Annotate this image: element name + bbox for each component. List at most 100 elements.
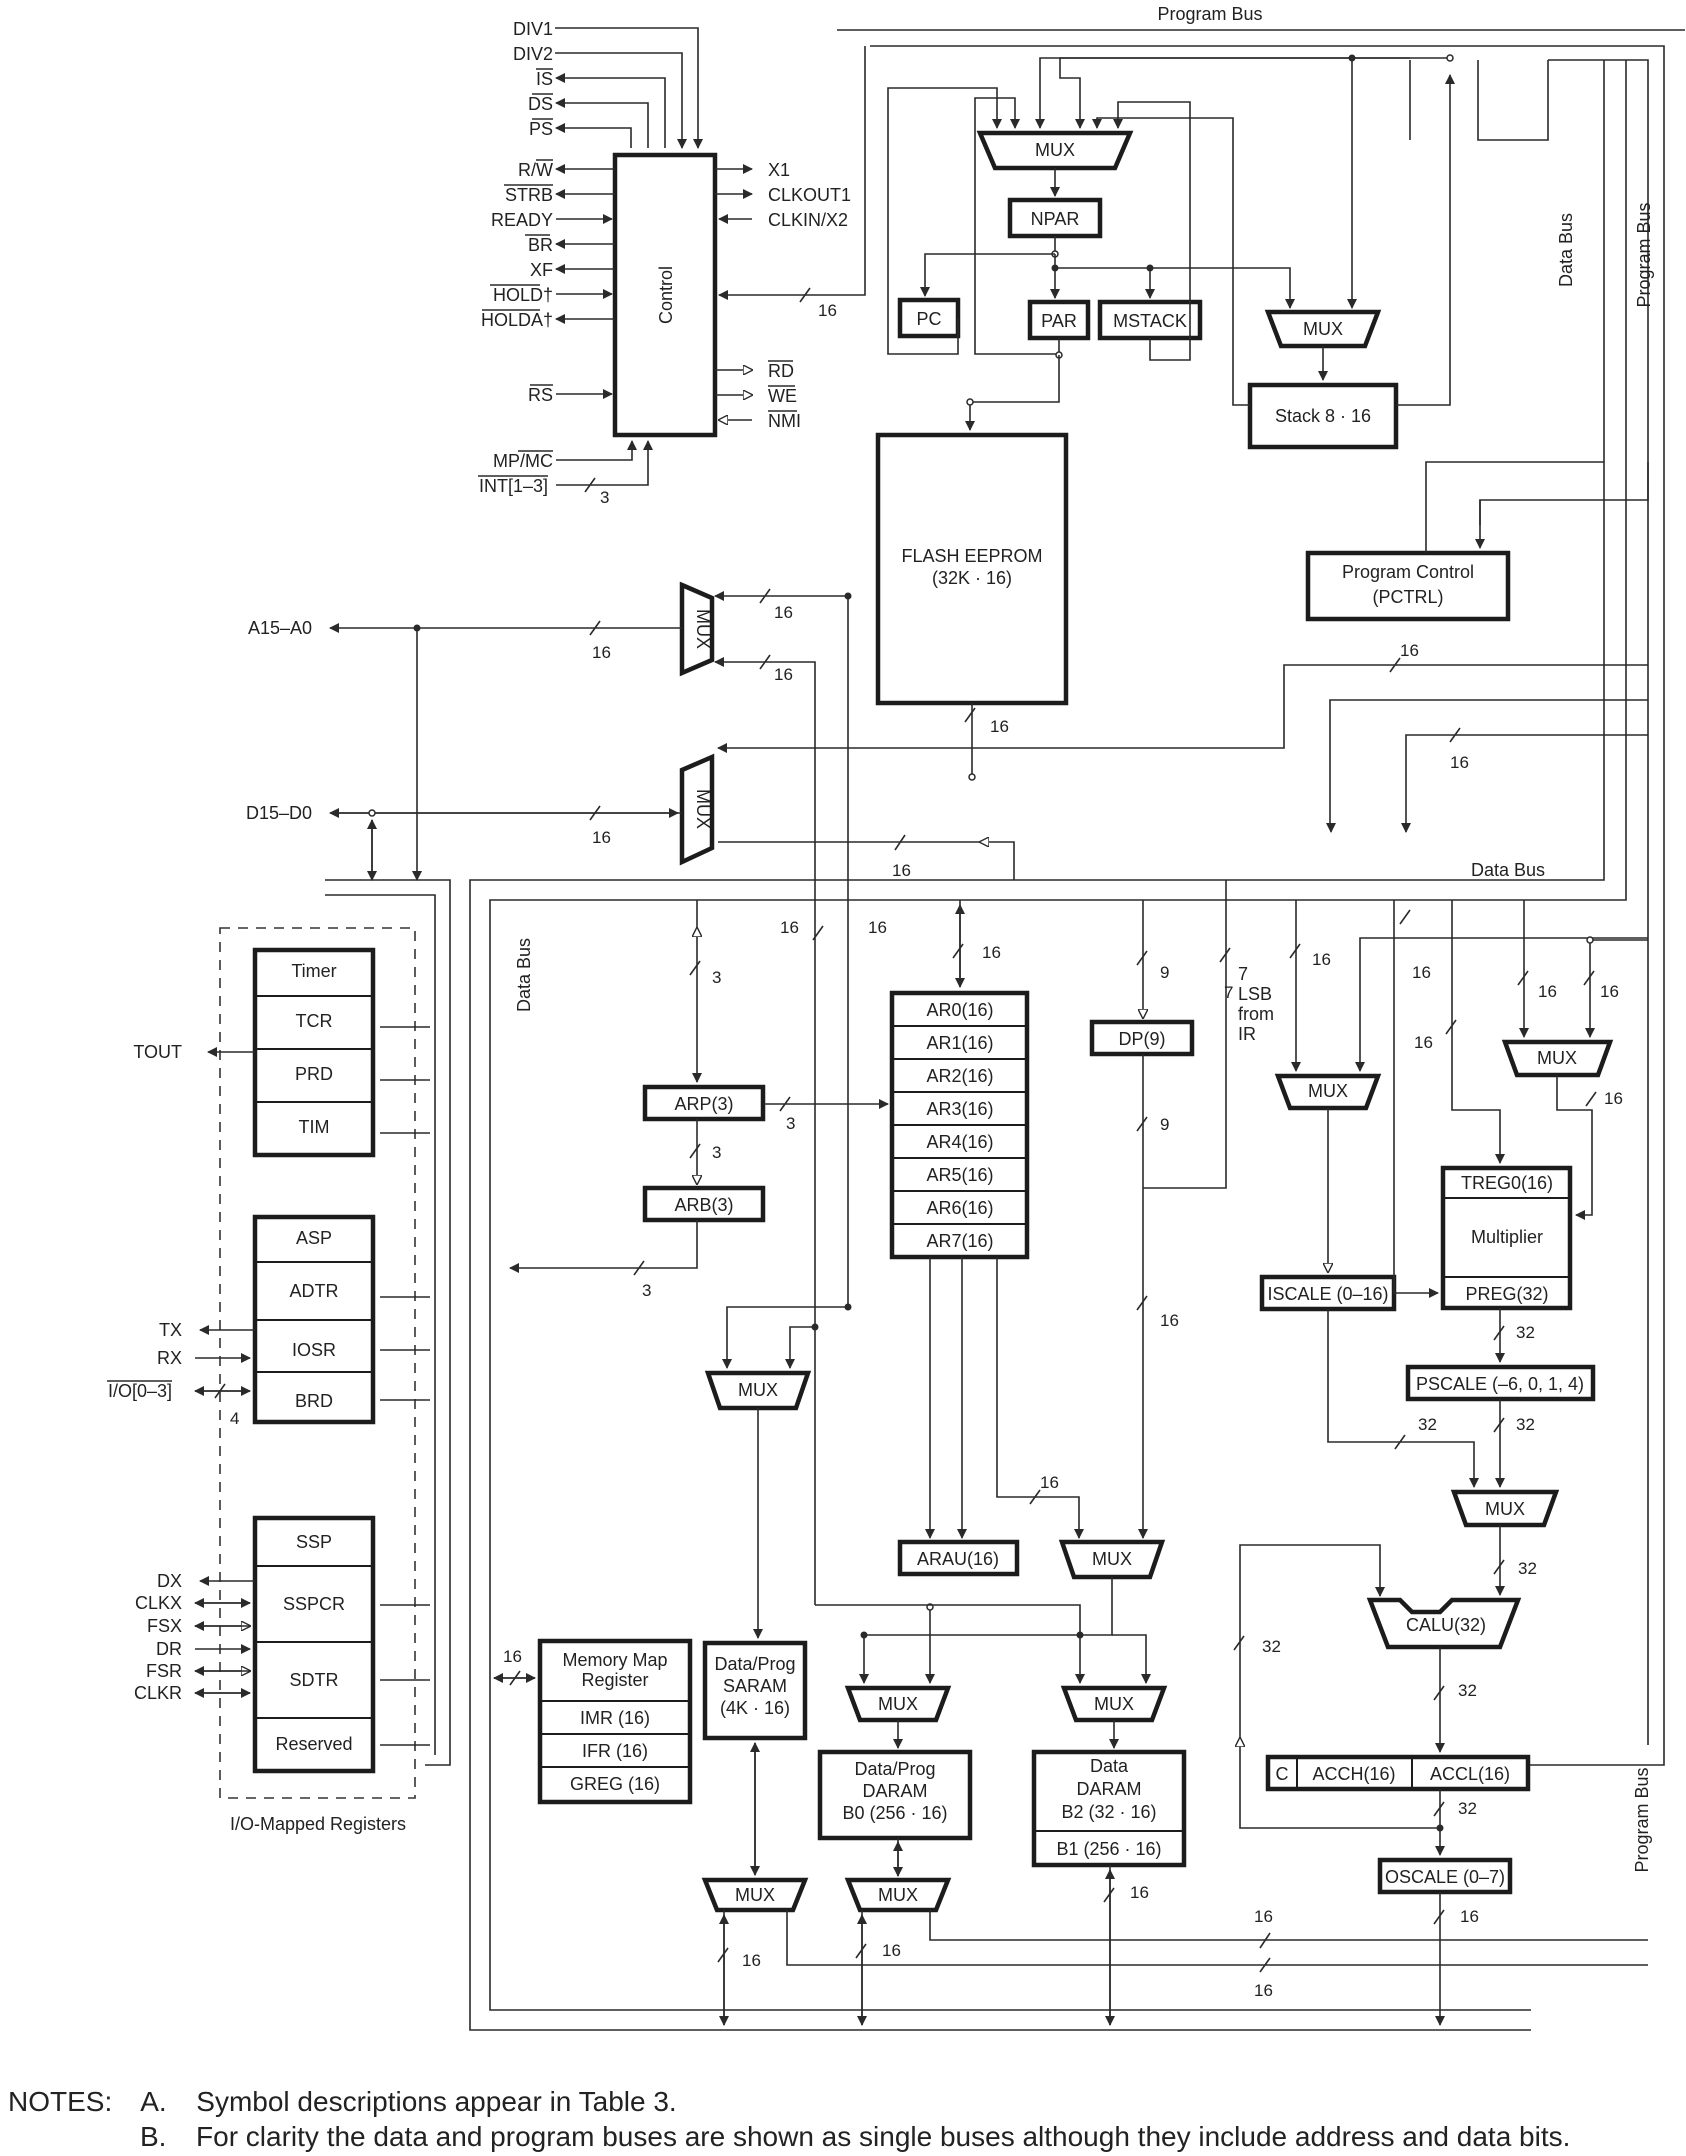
pin-dx: DX xyxy=(157,1571,182,1591)
reg-brd: BRD xyxy=(295,1391,333,1411)
io-width: 4 xyxy=(230,1409,239,1428)
program-bus-label: Program Bus xyxy=(1157,4,1262,24)
b0-line-3: B0 (256 · 16) xyxy=(842,1803,947,1823)
control-block: Control xyxy=(612,152,718,438)
flash-data-width: 16 xyxy=(990,717,1009,736)
reg-tcr: TCR xyxy=(296,1011,333,1031)
iscale-mux-label: MUX xyxy=(1308,1081,1348,1101)
memory-section: Memory Map Register IMR (16) IFR (16) GR… xyxy=(493,1408,1648,2026)
signal-is: IS xyxy=(536,69,553,89)
acc-out-width: 32 xyxy=(1458,1799,1477,1818)
ar7-register: AR7(16) xyxy=(926,1231,993,1251)
pin-fsx: FSX xyxy=(147,1616,182,1636)
dbus-width-b: 16 xyxy=(892,861,911,880)
acch-register: ACCH(16) xyxy=(1312,1764,1395,1784)
ar0-register: AR0(16) xyxy=(926,1000,993,1020)
control-left-signals: DIV1 DIV2 IS DS PS R/W STRB READY BR XF … xyxy=(478,19,703,507)
program-bus-label-bottom: Program Bus xyxy=(1632,1767,1652,1872)
dp-out-width: 9 xyxy=(1160,1115,1169,1134)
calu-unit: CALU(32) xyxy=(1406,1615,1486,1635)
calu-feedback-width: 32 xyxy=(1262,1637,1281,1656)
par-register: PAR xyxy=(1041,311,1077,331)
pin-dr: DR xyxy=(156,1639,182,1659)
flash-eeprom-size: (32K · 16) xyxy=(932,568,1012,588)
arb-in-width: 3 xyxy=(712,1143,721,1162)
flash-address-width: 16 xyxy=(774,603,793,622)
dbus-width-a: 16 xyxy=(1450,753,1469,772)
signal-div2: DIV2 xyxy=(513,44,553,64)
note-a-letter: A. xyxy=(140,2086,167,2117)
pin-io: I/O[0–3] xyxy=(108,1381,172,1401)
treg-mux-b-width: 16 xyxy=(1600,982,1619,1001)
saram-bot-width: 16 xyxy=(742,1951,761,1970)
pbus-width-b: 16 xyxy=(1254,1981,1273,2000)
signal-hold: HOLD† xyxy=(493,285,553,305)
b2-line: B2 (32 · 16) xyxy=(1061,1802,1156,1822)
lsb-label-2: LSB xyxy=(1238,984,1272,1004)
b1-top-mux-label: MUX xyxy=(1094,1694,1134,1714)
signal-div1: DIV1 xyxy=(513,19,553,39)
reg-reserved: Reserved xyxy=(275,1734,352,1754)
arp-out-width: 3 xyxy=(786,1114,795,1133)
signal-br: BR xyxy=(528,235,553,255)
aux-mux-b-label: MUX xyxy=(1092,1549,1132,1569)
signal-ps: PS xyxy=(529,119,553,139)
note-a-text: Symbol descriptions appear in Table 3. xyxy=(196,2086,677,2117)
data-bus-lines xyxy=(469,60,1627,2031)
dbus-width-d: 16 xyxy=(868,918,887,937)
b0-bot-mux-label: MUX xyxy=(878,1885,918,1905)
b0-line-2: DARAM xyxy=(862,1781,927,1801)
saram-line-2: SARAM xyxy=(723,1676,787,1696)
ar5-register: AR5(16) xyxy=(926,1165,993,1185)
lsb-width: 7 xyxy=(1224,983,1233,1002)
iscale-unit: ISCALE (0–16) xyxy=(1267,1284,1388,1304)
preg-register: PREG(32) xyxy=(1465,1284,1548,1304)
note-b: B. For clarity the data and program buse… xyxy=(140,2121,1570,2153)
saram-line-3: (4K · 16) xyxy=(720,1698,790,1718)
preg-out-width: 32 xyxy=(1516,1323,1535,1342)
signal-strb: STRB xyxy=(505,185,553,205)
stack-register: Stack 8 · 16 xyxy=(1275,406,1371,426)
signal-nmi: NMI xyxy=(768,411,801,431)
iscale-in-width: 16 xyxy=(1312,950,1331,969)
note-a: NOTES: A. Symbol descriptions appear in … xyxy=(8,2086,677,2118)
pc-register: PC xyxy=(916,309,941,329)
b1-bot-width: 16 xyxy=(1130,1883,1149,1902)
carry-bit: C xyxy=(1276,1764,1289,1784)
signal-x1: X1 xyxy=(768,160,790,180)
reg-imr: IMR (16) xyxy=(580,1708,650,1728)
lsb-label-4: IR xyxy=(1238,1024,1256,1044)
ar1-register: AR1(16) xyxy=(926,1033,993,1053)
pin-clkx: CLKX xyxy=(135,1593,182,1613)
signal-rw: R/W xyxy=(518,160,553,180)
treg-register: TREG0(16) xyxy=(1461,1173,1553,1193)
reg-ifr: IFR (16) xyxy=(582,1741,648,1761)
data-bus-label-mid: Data Bus xyxy=(1471,860,1545,880)
reg-sspcr: SSPCR xyxy=(283,1594,345,1614)
reg-sdtr: SDTR xyxy=(290,1670,339,1690)
program-mux xyxy=(976,130,1134,171)
reg-asp: ASP xyxy=(296,1228,332,1248)
address-mux-label: MUX xyxy=(693,609,713,649)
pin-rx: RX xyxy=(157,1348,182,1368)
reg-prd: PRD xyxy=(295,1064,333,1084)
note-b-letter: B. xyxy=(140,2121,167,2152)
pin-fsr: FSR xyxy=(146,1661,182,1681)
b0-top-mux-label: MUX xyxy=(878,1694,918,1714)
io-registers: I/O-Mapped Registers Timer TCR PRD TIM A… xyxy=(107,927,430,1834)
int-width: 3 xyxy=(600,488,609,507)
preg-bus-width: 16 xyxy=(1414,1033,1433,1052)
b1-line: B1 (256 · 16) xyxy=(1056,1839,1161,1859)
dp-in-width: 9 xyxy=(1160,963,1169,982)
data-bus-label-left: Data Bus xyxy=(514,938,534,1012)
reg-iosr: IOSR xyxy=(292,1340,336,1360)
ar-bus-width: 16 xyxy=(982,943,1001,962)
data-address-width: 16 xyxy=(774,665,793,684)
signal-ds: DS xyxy=(528,94,553,114)
control-right-signals: X1 CLKOUT1 CLKIN/X2 RD WE NMI 16 xyxy=(715,46,866,431)
iscale-out-width: 32 xyxy=(1418,1415,1437,1434)
program-bus-label-right: Program Bus xyxy=(1634,202,1654,307)
auxiliary-section: ARP(3) ARB(3) AR0(16) AR1(16) AR2(16) AR… xyxy=(509,880,1274,1580)
saram-line-1: Data/Prog xyxy=(714,1654,795,1674)
